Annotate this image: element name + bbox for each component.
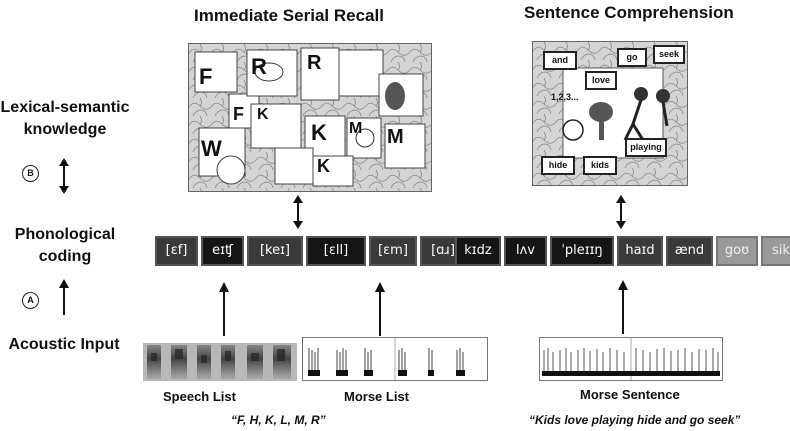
morse-sentence-pulses	[542, 338, 720, 380]
word-seek: seek	[653, 45, 685, 64]
up-arrow-icon	[618, 280, 628, 334]
phoneme-token: [keɪ]	[247, 236, 303, 266]
phoneme-token: [ɛf]	[155, 236, 198, 266]
word-and: and	[543, 51, 577, 70]
phoneme-token: [ɛm]	[369, 236, 417, 266]
phoneme-token: sik	[761, 236, 790, 266]
morse-list-pulses	[308, 338, 465, 380]
comprehension-title: Sentence Comprehension	[524, 3, 734, 22]
recall-title: Immediate Serial Recall	[194, 6, 384, 25]
morse-list-caption: Morse List	[344, 389, 410, 404]
up-arrow-icon	[375, 282, 385, 336]
speech-spectrogram	[143, 343, 297, 381]
double-arrow-icon	[59, 158, 69, 194]
letter-m-1: M	[349, 120, 363, 137]
letter-m-2: M	[387, 126, 404, 148]
sentence-phoneme-bar: kɪdz lʌv ˈpleɪɪŋ haɪd ænd goʊ sik	[455, 236, 790, 266]
lexical-semantic-label: Lexical-semantic knowledge	[0, 99, 130, 138]
phoneme-token: kɪdz	[455, 236, 501, 266]
marker-a: A	[22, 292, 39, 309]
phoneme-token: ˈpleɪɪŋ	[550, 236, 614, 266]
counting-text: 1,2,3...	[551, 92, 579, 102]
phonological-coding-label: Phonological coding	[14, 226, 116, 265]
double-arrow-icon	[616, 195, 626, 229]
word-kids: kids	[583, 156, 617, 175]
letter-f-2: F	[233, 104, 244, 124]
phoneme-token: [ɛll]	[306, 236, 366, 266]
letter-r-1: R	[251, 54, 267, 79]
acoustic-input-label: Acoustic Input	[8, 336, 120, 353]
up-arrow-icon	[219, 282, 229, 336]
double-arrow-icon	[293, 195, 303, 229]
word-go: go	[617, 48, 647, 67]
morse-list-waveform	[302, 337, 488, 381]
letter-k-2: K	[311, 120, 327, 145]
phoneme-token: goʊ	[716, 236, 758, 266]
sentence-quote: “Kids love playing hide and go seek”	[529, 413, 741, 427]
letter-k-1: K	[257, 106, 269, 123]
word-hide: hide	[541, 156, 575, 175]
speech-list-caption: Speech List	[163, 389, 236, 404]
phoneme-token: ænd	[666, 236, 713, 266]
marker-b: B	[22, 165, 39, 182]
up-arrow-icon	[59, 279, 69, 315]
morse-sentence-caption: Morse Sentence	[580, 387, 680, 402]
collage-texture	[189, 44, 431, 191]
sentence-scene-picture: 1,2,3... and go seek love playing hide k…	[532, 41, 688, 186]
letter-w: W	[201, 136, 222, 161]
letter-r-2: R	[307, 52, 322, 74]
letter-k-3: K	[317, 156, 330, 176]
list-quote: “F, H, K, L, M, R”	[231, 413, 326, 427]
recall-phoneme-bar: [ɛf] eɪʧ [keɪ] [ɛll] [ɛm] [ɑɹ]	[155, 236, 466, 266]
word-love: love	[585, 71, 617, 90]
letter-collage-picture: F F R R K K M K M W	[188, 43, 432, 192]
phoneme-token: eɪʧ	[201, 236, 244, 266]
letter-f-1: F	[199, 64, 213, 89]
phoneme-token: haɪd	[617, 236, 663, 266]
morse-sentence-waveform	[539, 337, 723, 381]
phoneme-token: lʌv	[504, 236, 547, 266]
word-playing: playing	[625, 138, 667, 157]
